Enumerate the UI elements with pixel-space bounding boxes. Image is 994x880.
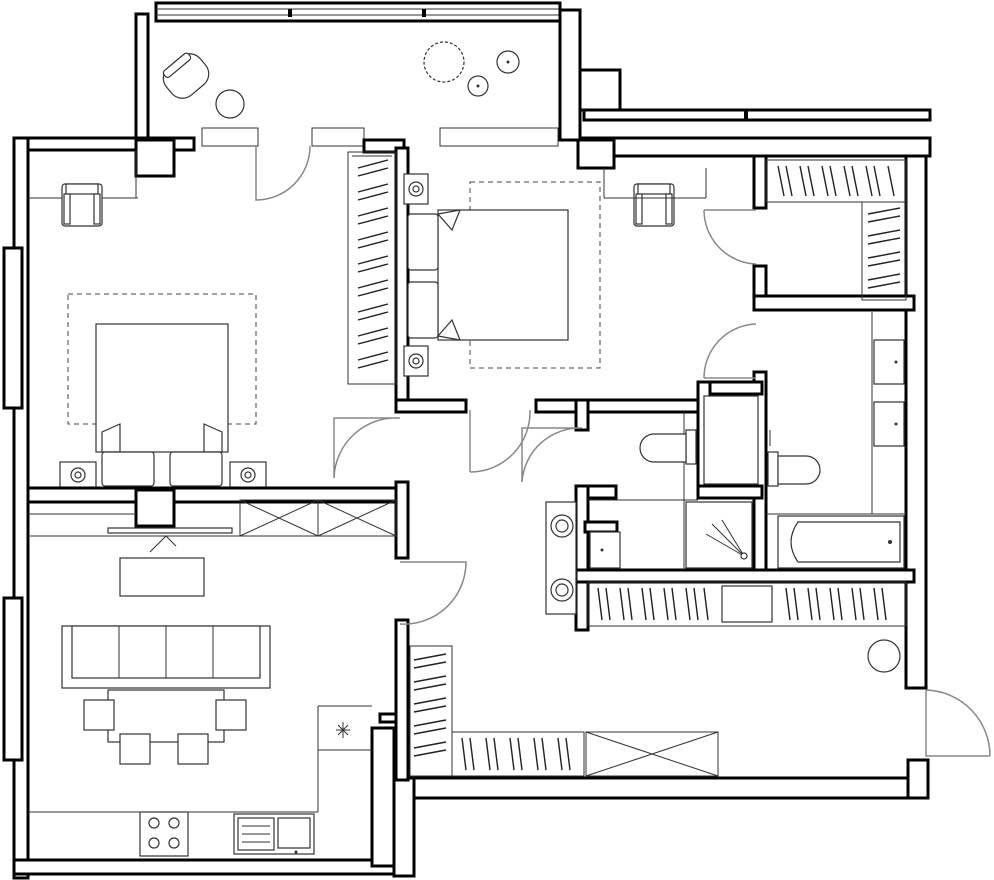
balcony-railing xyxy=(582,108,932,122)
fridge-icon xyxy=(336,722,350,738)
loggia xyxy=(134,1,622,201)
nightstand-icon xyxy=(403,345,429,377)
exterior-walls xyxy=(2,136,991,880)
wardrobe-icon xyxy=(451,731,585,777)
wardrobe-icon xyxy=(347,151,397,385)
nightstand-icon xyxy=(59,461,97,489)
nightstand-icon xyxy=(403,173,429,205)
window-icon xyxy=(201,127,259,147)
cabinet-icon xyxy=(239,499,397,537)
washing-machine-icon xyxy=(703,395,759,485)
door-icon[interactable] xyxy=(333,417,401,479)
sofa-icon xyxy=(61,625,271,689)
armchair-icon xyxy=(61,183,103,227)
door-icon[interactable] xyxy=(703,323,757,379)
rug-icon xyxy=(469,181,601,369)
coffee-table-icon xyxy=(119,557,205,597)
hall xyxy=(333,409,907,777)
bedroom-2 xyxy=(347,151,707,385)
kitchen-sink-icon xyxy=(233,813,315,855)
nightstand-icon xyxy=(229,461,267,489)
sink-icon xyxy=(873,401,905,447)
shower-icon xyxy=(685,501,753,569)
loggia-door-icon xyxy=(255,145,311,201)
door-icon[interactable] xyxy=(521,427,583,483)
sink-icon xyxy=(589,531,621,569)
door-icon[interactable] xyxy=(469,409,531,473)
armchair-icon xyxy=(162,52,210,99)
bedroom-1 xyxy=(28,150,267,489)
window-icon xyxy=(439,127,559,147)
double-bed-icon xyxy=(407,209,569,341)
double-bed-icon xyxy=(95,323,229,487)
rug-icon xyxy=(67,293,257,425)
wardrobe-icon xyxy=(409,645,453,777)
window-icon xyxy=(2,596,24,762)
sink-icon xyxy=(873,339,905,385)
loggia-parapet xyxy=(154,1,562,23)
loggia-wall-left xyxy=(134,12,150,142)
tv-icon xyxy=(107,527,233,553)
washer-dryer-icon xyxy=(545,501,577,615)
wc xyxy=(521,412,753,570)
bathroom xyxy=(703,312,906,569)
dining-table-icon xyxy=(83,689,247,765)
armchair-icon xyxy=(633,183,675,227)
window-icon xyxy=(311,127,365,147)
door-icon[interactable] xyxy=(703,209,757,265)
toilet-icon xyxy=(767,451,821,487)
pouf-icon xyxy=(867,639,901,673)
dressing-room xyxy=(703,159,907,301)
loggia-wall-right xyxy=(558,8,582,142)
stove-icon xyxy=(139,811,189,857)
toilet-icon xyxy=(639,429,697,465)
cabinet-icon xyxy=(585,731,719,777)
bathtub-icon xyxy=(777,515,905,569)
plant-icon xyxy=(423,41,520,97)
wardrobe-icon xyxy=(587,581,907,627)
entrance-door-icon[interactable] xyxy=(925,690,990,757)
window-icon xyxy=(2,246,24,410)
living-kitchen xyxy=(28,499,397,857)
door-icon[interactable] xyxy=(399,561,467,625)
side-table-icon xyxy=(215,89,245,119)
